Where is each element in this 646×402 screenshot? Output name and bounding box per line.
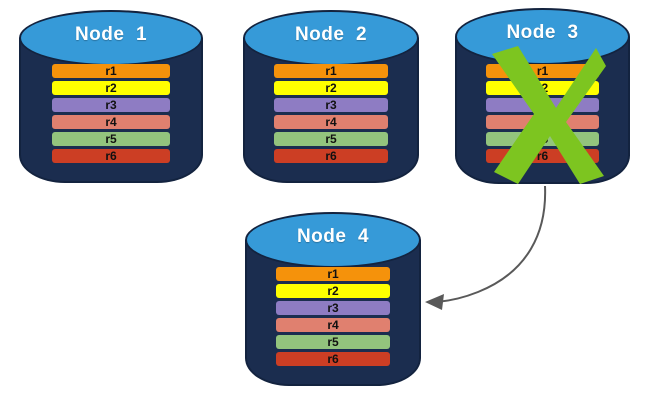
node-1[interactable]: Node 1 r1 r2 r3 r4 r5 r6 (19, 10, 203, 185)
row-r5[interactable]: r5 (274, 132, 388, 146)
row-r5[interactable]: r5 (276, 335, 390, 349)
row-r1[interactable]: r1 (276, 267, 390, 281)
row-r4[interactable]: r4 (276, 318, 390, 332)
row-list: r1 r2 r3 r4 r5 r6 (52, 64, 170, 163)
cylinder-top (245, 212, 421, 268)
row-r6[interactable]: r6 (52, 149, 170, 163)
row-list: r1 r2 r3 r4 r5 r6 (274, 64, 388, 163)
row-list: r1 r2 r3 r4 r5 r6 (276, 267, 390, 366)
cylinder-top (19, 10, 203, 66)
row-r2[interactable]: r2 (274, 81, 388, 95)
row-r6[interactable]: r6 (276, 352, 390, 366)
row-r1[interactable]: r1 (274, 64, 388, 78)
row-r2[interactable]: r2 (276, 284, 390, 298)
row-r6[interactable]: r6 (274, 149, 388, 163)
failure-cross-icon (492, 46, 606, 184)
row-r5[interactable]: r5 (52, 132, 170, 146)
node-label: Node 3 (506, 22, 579, 43)
row-r2[interactable]: r2 (52, 81, 170, 95)
node-label: Node 2 (294, 24, 368, 45)
row-r1[interactable]: r1 (52, 64, 170, 78)
row-r3[interactable]: r3 (276, 301, 390, 315)
row-r4[interactable]: r4 (52, 115, 170, 129)
row-r3[interactable]: r3 (274, 98, 388, 112)
row-r4[interactable]: r4 (274, 115, 388, 129)
node-2[interactable]: Node 2 r1 r2 r3 r4 r5 r6 (243, 10, 419, 185)
node-label: Node 4 (296, 226, 370, 247)
row-r3[interactable]: r3 (52, 98, 170, 112)
node-label: Node 1 (74, 24, 148, 45)
node-4[interactable]: Node 4 r1 r2 r3 r4 r5 r6 (245, 212, 421, 388)
